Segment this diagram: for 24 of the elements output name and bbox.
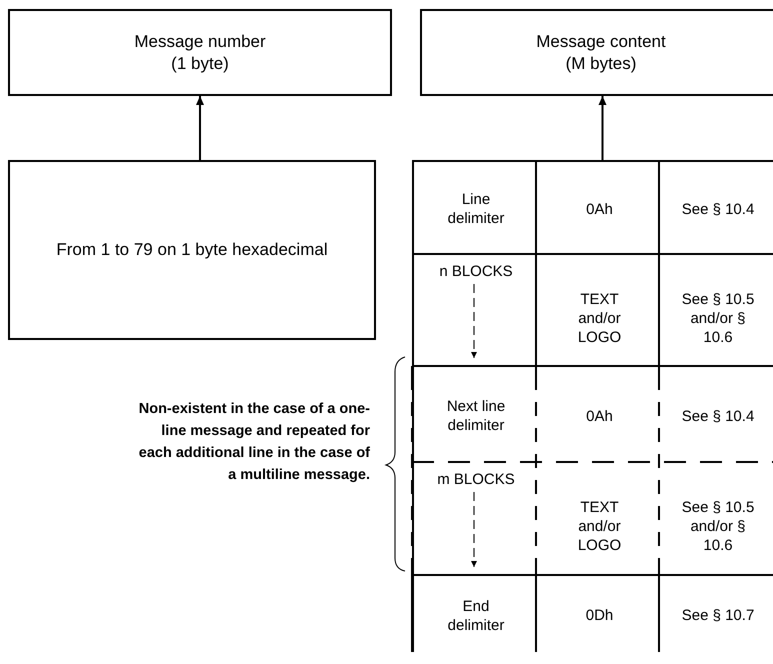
hex-code: TEXT and/or LOGO bbox=[576, 498, 622, 555]
field-box bbox=[8, 9, 392, 96]
field-name: Next line delimiter bbox=[446, 397, 506, 435]
arrow bbox=[196, 96, 204, 160]
field-name: m BLOCKS bbox=[436, 470, 516, 489]
note: Non-existent in the case of a one-line message and repeated for each additional line in the case of a multiline message. bbox=[138, 400, 370, 485]
section-reference: See § 10.4 bbox=[680, 200, 756, 218]
section-reference: See § 10.5 and/or § 10.6 bbox=[680, 290, 756, 346]
field-name: End delimiter bbox=[446, 596, 506, 634]
section-reference: See § 10.7 bbox=[680, 606, 756, 625]
field-box bbox=[420, 9, 773, 96]
hex-code: 0Ah bbox=[585, 200, 614, 218]
hex-code: 0Ah bbox=[585, 406, 614, 426]
section-reference: See § 10.4 bbox=[680, 406, 756, 426]
field-title: Message number (1 byte) bbox=[133, 30, 267, 74]
field-name: n BLOCKS bbox=[438, 262, 514, 281]
field-title: From 1 to 79 on 1 byte hexadecimal bbox=[56, 239, 328, 261]
hex-code: TEXT and/or LOGO bbox=[576, 290, 622, 346]
field-name: Line delimiter bbox=[446, 190, 506, 228]
field-title: Message content (M bytes) bbox=[535, 30, 667, 74]
hex-code: 0Dh bbox=[584, 606, 614, 625]
arrow bbox=[598, 96, 606, 160]
field-box bbox=[8, 160, 376, 340]
section-reference: See § 10.5 and/or § 10.6 bbox=[680, 498, 756, 555]
